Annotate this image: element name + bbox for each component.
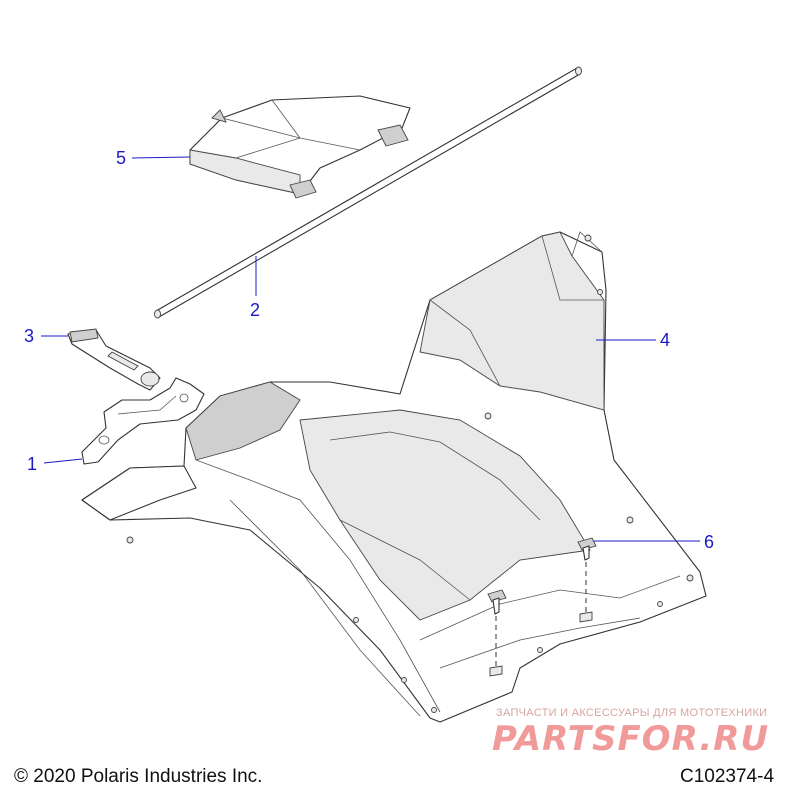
watermark-brand: PARTSFOR.RU: [492, 719, 770, 759]
leader-lines: [41, 156, 700, 542]
part-3-strap: [67, 328, 161, 391]
part-4-body: [81, 231, 707, 723]
callout-2: 2: [250, 300, 261, 320]
watermark-tagline: ЗАПЧАСТИ И АКСЕССУАРЫ ДЛЯ МОТОТЕХНИКИ: [496, 707, 768, 719]
part-2-rod: [154, 66, 582, 319]
leader-line-5: [131, 156, 191, 159]
part-1-bracket: [81, 377, 205, 465]
copyright-text: © 2020 Polaris Industries Inc.: [14, 766, 263, 787]
callout-3: 3: [24, 326, 35, 346]
callout-4: 4: [660, 330, 671, 350]
drawing-code: C102374-4: [680, 766, 775, 787]
part-6-fastener: [487, 537, 597, 677]
callout-6: 6: [704, 532, 715, 552]
part-5-cover: [189, 95, 411, 199]
callout-1: 1: [27, 454, 38, 474]
leader-line-1: [43, 458, 83, 464]
callout-5: 5: [116, 148, 127, 168]
